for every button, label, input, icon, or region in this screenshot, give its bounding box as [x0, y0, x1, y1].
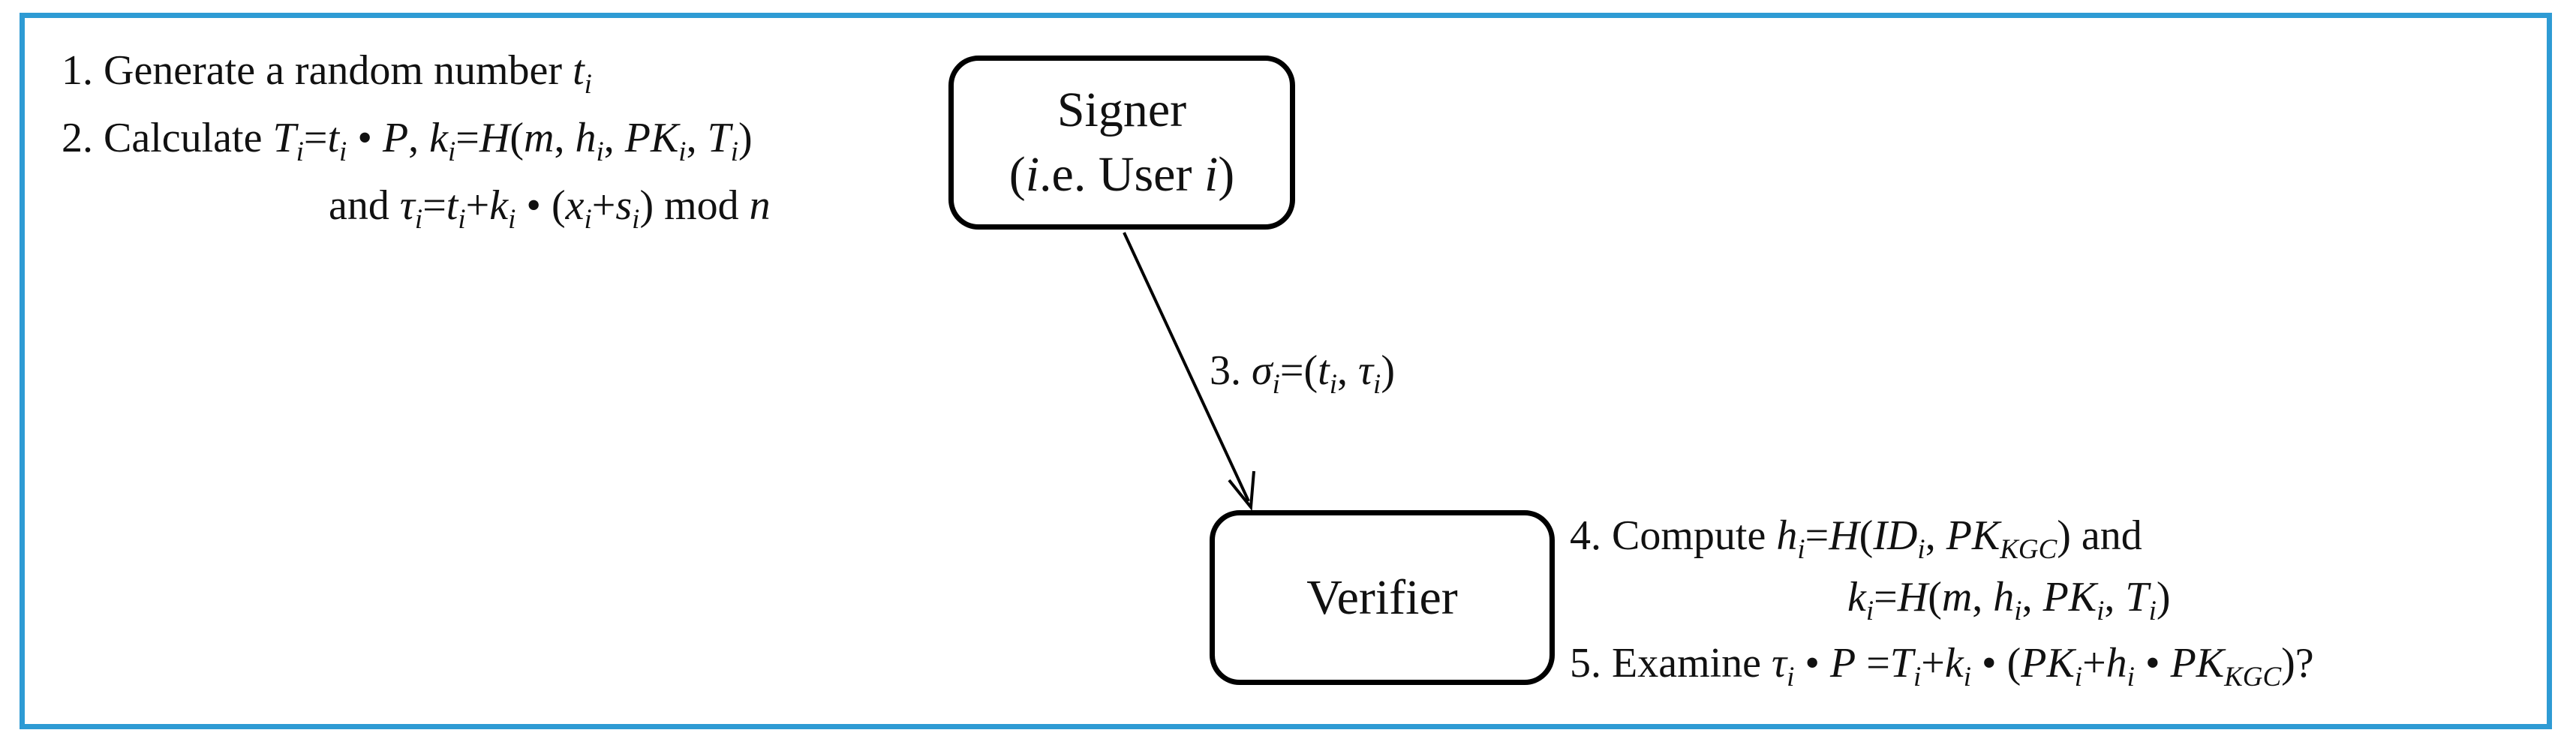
step-2-line-2: and τi=ti+ki • (xi+si) mod n: [329, 182, 771, 234]
verifier-box: Verifier: [1210, 510, 1555, 685]
arrow-shaft: [1123, 232, 1250, 502]
step-4-line-2: ki=H(m, hi, PKi, Ti): [1847, 574, 2171, 626]
step-1-text: 1. Generate a random number ti: [62, 44, 592, 98]
step-2-text: 2. Calculate Ti=ti • P, ki=H(m, hi, PKi,…: [62, 111, 753, 165]
step-3-text: 3. σi=(ti, τi): [1210, 344, 1395, 398]
step-5-text: 5. Examine τi • P =Ti+ki • (PKi+hi • PKK…: [1570, 636, 2314, 690]
verifier-title: Verifier: [1306, 569, 1458, 625]
step-5-line: 5. Examine τi • P =Ti+ki • (PKi+hi • PKK…: [1570, 640, 2314, 692]
step-2-line-1: 2. Calculate Ti=ti • P, ki=H(m, hi, PKi,…: [62, 115, 753, 167]
step-1-label: 1. Generate a random number ti: [62, 47, 592, 99]
step-4-text: 4. Compute hi=H(IDi, PKKGC) and: [1570, 509, 2142, 563]
signer-subtitle: (i.e. User i): [1008, 147, 1235, 202]
step-2-continuation: and τi=ti+ki • (xi+si) mod n: [329, 179, 771, 233]
step-4-line-1: 4. Compute hi=H(IDi, PKKGC) and: [1570, 512, 2142, 564]
signer-title: Signer: [1057, 83, 1187, 137]
signer-box: Signer (i.e. User i): [948, 56, 1295, 230]
arrow-head: [1228, 470, 1255, 512]
step-4-continuation: ki=H(m, hi, PKi, Ti): [1847, 570, 2171, 624]
signature-label: 3. σi=(ti, τi): [1210, 347, 1395, 399]
